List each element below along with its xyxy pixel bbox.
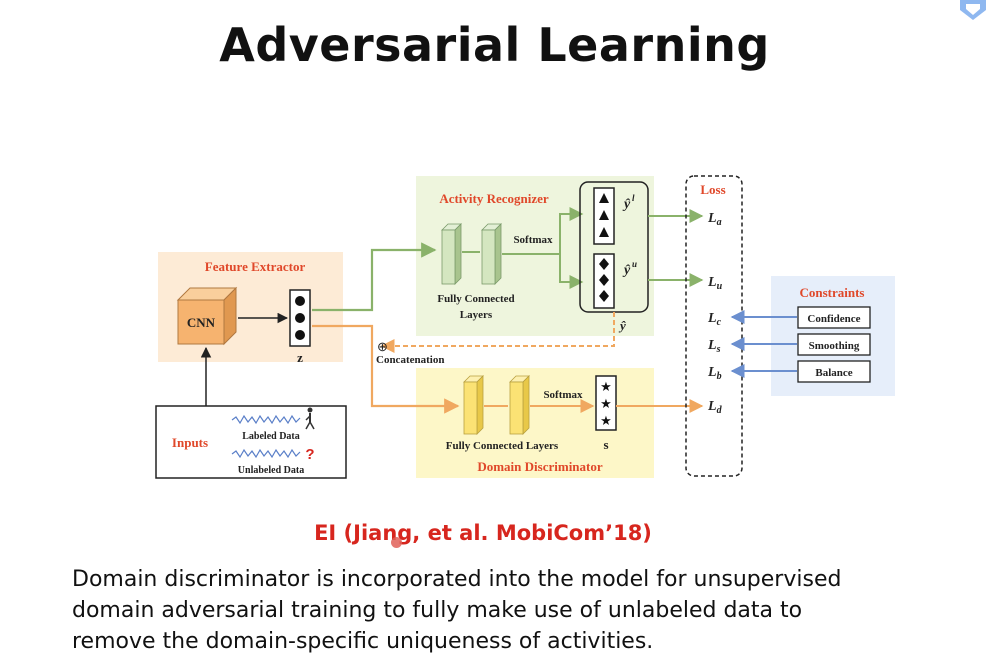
- citation: EI (Jiang, et al. MobiCom’18): [314, 521, 652, 545]
- inputs-box: [155, 405, 347, 479]
- svg-text:Confidence: Confidence: [807, 313, 860, 325]
- constraint-balance: Balance: [730, 360, 871, 383]
- labeled-signal-wave: [231, 414, 301, 425]
- concatenation-label: Concatenation: [376, 354, 444, 366]
- svg-text:★: ★: [600, 379, 612, 394]
- unlabeled-data-label: Unlabeled Data: [238, 465, 304, 476]
- loss-term-u: Lu: [707, 275, 723, 292]
- cnn-block: CNN: [176, 286, 238, 346]
- svg-text:★: ★: [600, 413, 612, 428]
- svg-text:u: u: [632, 259, 637, 269]
- loss-term-a: La: [707, 211, 722, 228]
- star-output-vector: ★ ★ ★: [595, 375, 617, 431]
- loss-term-c: Lc: [707, 311, 722, 328]
- loss-term-d: Ld: [707, 399, 723, 416]
- svg-text:Smoothing: Smoothing: [809, 340, 860, 352]
- ar-fc-layer-1: [441, 223, 462, 285]
- ar-fc-label-line1: Fully Connected: [437, 293, 514, 305]
- svg-text:ŷ: ŷ: [622, 197, 631, 212]
- activity-recognizer-label: Activity Recognizer: [439, 191, 549, 206]
- slide-title: Adversarial Learning: [219, 18, 770, 72]
- labeled-data-label: Labeled Data: [242, 431, 300, 442]
- walking-person-icon: [305, 407, 315, 430]
- loss-label: Loss: [700, 182, 725, 197]
- y-hat-l-label: ŷ l: [622, 193, 635, 212]
- ar-fc-layer-2: [481, 223, 502, 285]
- y-hat-label: ŷ: [618, 318, 626, 333]
- constraints-label: Constraints: [799, 285, 864, 300]
- constraint-smoothing: Smoothing: [730, 333, 871, 356]
- svg-text:l: l: [632, 193, 635, 203]
- description-line-2: domain adversarial training to fully mak…: [72, 598, 803, 623]
- domain-discriminator-label: Domain Discriminator: [477, 459, 603, 474]
- concatenation-feedback-arrow: [380, 312, 615, 353]
- loss-term-s: Ls: [707, 338, 721, 355]
- dd-softmax-label: Softmax: [543, 389, 583, 401]
- loss-term-b: Lb: [707, 365, 722, 382]
- dd-fc-layer-1: [463, 375, 484, 435]
- svg-text:★: ★: [600, 396, 612, 411]
- cursor-pointer-icon: [391, 537, 402, 548]
- ar-softmax-label: Softmax: [513, 234, 553, 246]
- concat-symbol: ⊕: [377, 339, 388, 354]
- z-label: z: [297, 350, 303, 365]
- slide-description: Domain discriminator is incorporated int…: [72, 564, 972, 657]
- y-hat-u-label: ŷ u: [622, 259, 637, 278]
- inputs-label: Inputs: [172, 435, 208, 450]
- diamond-output-vector: [593, 253, 615, 309]
- constraint-confidence: Confidence: [730, 306, 871, 329]
- description-line-3: remove the domain-specific uniqueness of…: [72, 629, 654, 654]
- dd-fc-label: Fully Connected Layers: [446, 440, 559, 452]
- unlabeled-signal-wave: [231, 448, 301, 459]
- cnn-label: CNN: [187, 315, 216, 330]
- ar-fc-label-line2: Layers: [460, 309, 493, 321]
- adversarial-learning-diagram: Feature Extractor Activity Recognizer Do…: [155, 175, 895, 479]
- s-label: s: [603, 437, 608, 452]
- dd-fc-layer-2: [509, 375, 530, 435]
- app-logo-icon: [960, 0, 986, 20]
- description-line-1: Domain discriminator is incorporated int…: [72, 567, 842, 592]
- z-vector: [289, 289, 311, 347]
- svg-text:Balance: Balance: [815, 367, 852, 379]
- question-mark-icon: ?: [305, 446, 314, 463]
- triangle-output-vector: [593, 187, 615, 245]
- svg-text:ŷ: ŷ: [622, 263, 631, 278]
- feature-extractor-label: Feature Extractor: [205, 259, 306, 274]
